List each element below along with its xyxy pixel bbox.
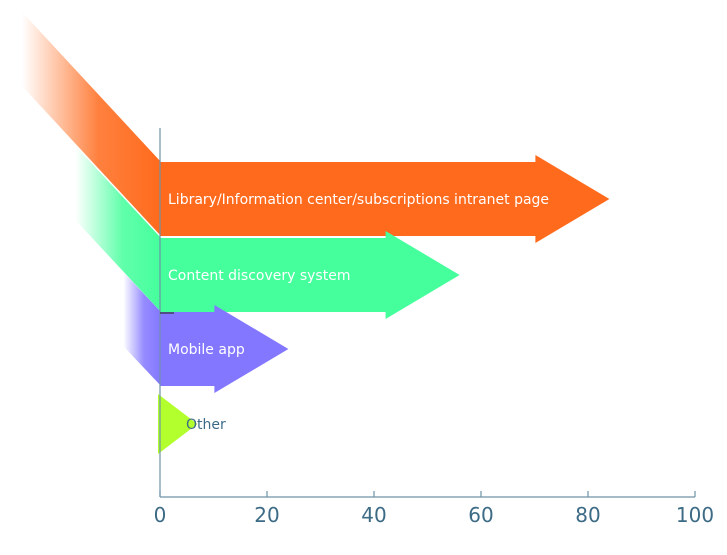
- x-tick-label-60: 60: [468, 503, 493, 527]
- bar-label-mobile-app: Mobile app: [168, 342, 245, 358]
- bar-tail-library-information-center-subscriptions-intranet-page: [22, 12, 161, 236]
- bar-label-other: Other: [186, 417, 226, 433]
- x-tick-label-100: 100: [676, 503, 714, 527]
- bar-content-discovery-system: [160, 231, 460, 319]
- bar-tail-mobile-app: [123, 272, 161, 386]
- bar-tails: [22, 12, 161, 386]
- x-tick-label-80: 80: [575, 503, 600, 527]
- x-tick-label-40: 40: [361, 503, 386, 527]
- bar-tail-content-discovery-system: [75, 146, 161, 312]
- bar-label-content-discovery-system: Content discovery system: [168, 268, 350, 284]
- bar-library-information-center-subscriptions-intranet-page: [160, 155, 610, 243]
- x-tick-label-20: 20: [254, 503, 279, 527]
- bar-label-library-information-center-subscriptions-intranet-page: Library/Information center/subscriptions…: [168, 192, 549, 208]
- bars: [158, 155, 610, 454]
- bar-labels: Library/Information center/subscriptions…: [168, 192, 549, 433]
- bar-mobile-app: [160, 305, 289, 393]
- x-tick-label-0: 0: [154, 503, 167, 527]
- bar-other: [158, 394, 198, 454]
- axes: 0 20 40 60 80 100: [154, 128, 714, 527]
